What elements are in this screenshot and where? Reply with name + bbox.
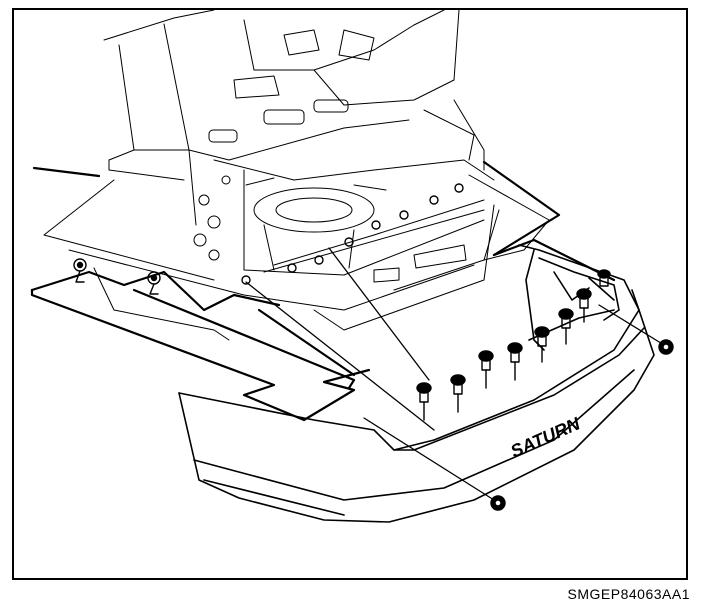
bolt-right-side bbox=[658, 339, 674, 355]
cross-member-fasteners bbox=[241, 183, 464, 285]
bolt-upper-mid bbox=[147, 271, 161, 295]
vehicle-body-structure bbox=[43, 10, 550, 341]
retainer-4 bbox=[507, 342, 523, 381]
retainer-1 bbox=[416, 382, 432, 421]
diagram-frame: SATURN bbox=[12, 8, 688, 580]
retainer-2 bbox=[450, 374, 466, 413]
bolt-lower-center bbox=[490, 495, 506, 511]
bumper-removal-illustration: SATURN bbox=[30, 10, 674, 523]
retainer-8 bbox=[597, 269, 611, 287]
callout-outlines bbox=[30, 160, 616, 422]
rear-bumper-fascia bbox=[178, 244, 655, 523]
retainer-6 bbox=[558, 308, 574, 345]
push-retainers bbox=[416, 269, 611, 421]
retainer-5 bbox=[534, 326, 550, 363]
bolt-upper-left bbox=[73, 258, 87, 283]
retainer-7 bbox=[576, 288, 592, 323]
figure-reference-code: SMGEP84063AA1 bbox=[567, 586, 690, 602]
bumper-lettering: SATURN bbox=[507, 413, 583, 462]
retainer-3 bbox=[478, 350, 494, 389]
fasteners bbox=[73, 183, 674, 511]
